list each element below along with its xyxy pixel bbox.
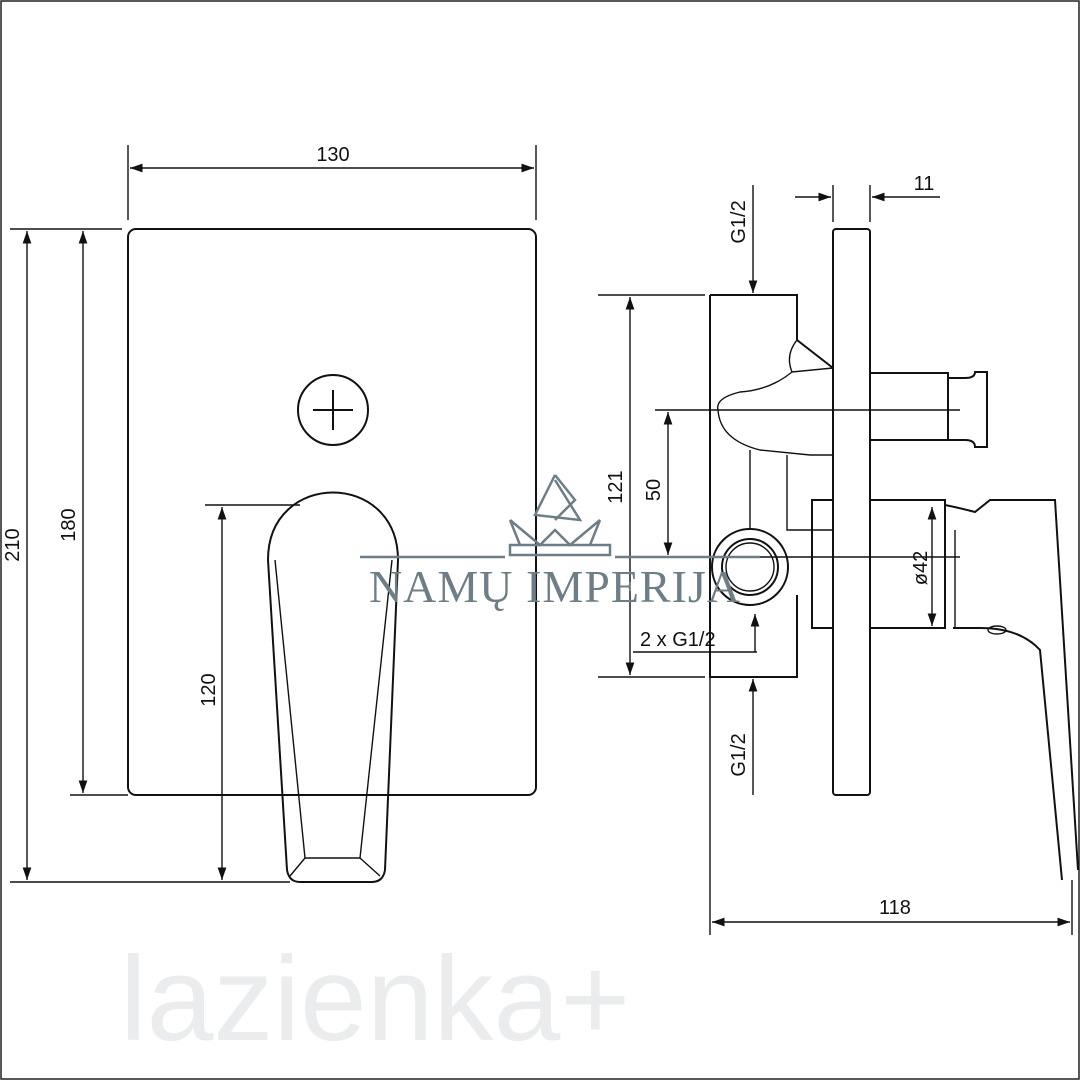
wall-plate <box>832 228 871 796</box>
dim-depth-label: 118 <box>879 897 911 919</box>
dim-side-outlets-label: 2 x G1/2 <box>640 629 716 651</box>
dim-width-label: 130 <box>316 144 349 166</box>
dim-total-height-label: 210 <box>2 528 24 561</box>
dim-plate-height-label: 180 <box>58 508 80 541</box>
dim-body-height-label: 121 <box>605 470 627 503</box>
dim-axis-distance-label: 50 <box>643 479 665 501</box>
handle-base <box>869 499 946 629</box>
watermark-logo-text: NAMŲ IMPERIJA <box>369 561 741 612</box>
cartridge-ring <box>811 499 834 629</box>
diverter-spindle <box>869 372 949 441</box>
cover-plate <box>127 228 537 796</box>
dim-bottom-outlet-label: G1/2 <box>728 733 750 776</box>
crown-logo <box>360 474 760 559</box>
front-view: 130 210 180 120 <box>2 144 537 883</box>
watermark-brand: lazienka+ <box>120 932 630 1066</box>
dim-diameter-label: ø42 <box>910 551 932 585</box>
dim-handle-height-label: 120 <box>198 673 220 706</box>
diverter-cap <box>948 371 988 448</box>
side-view: 121 50 G1/2 11 ø42 2 x G1/2 G1/2 118 <box>598 173 1079 935</box>
valve-body <box>709 294 834 678</box>
dim-top-inlet-label: G1/2 <box>728 200 750 243</box>
mixer-handle <box>266 491 400 883</box>
dim-plate-thickness-label: 11 <box>914 173 935 195</box>
side-handle-lever <box>944 499 1079 881</box>
diverter-knob <box>297 374 369 446</box>
side-outlet <box>711 528 789 606</box>
